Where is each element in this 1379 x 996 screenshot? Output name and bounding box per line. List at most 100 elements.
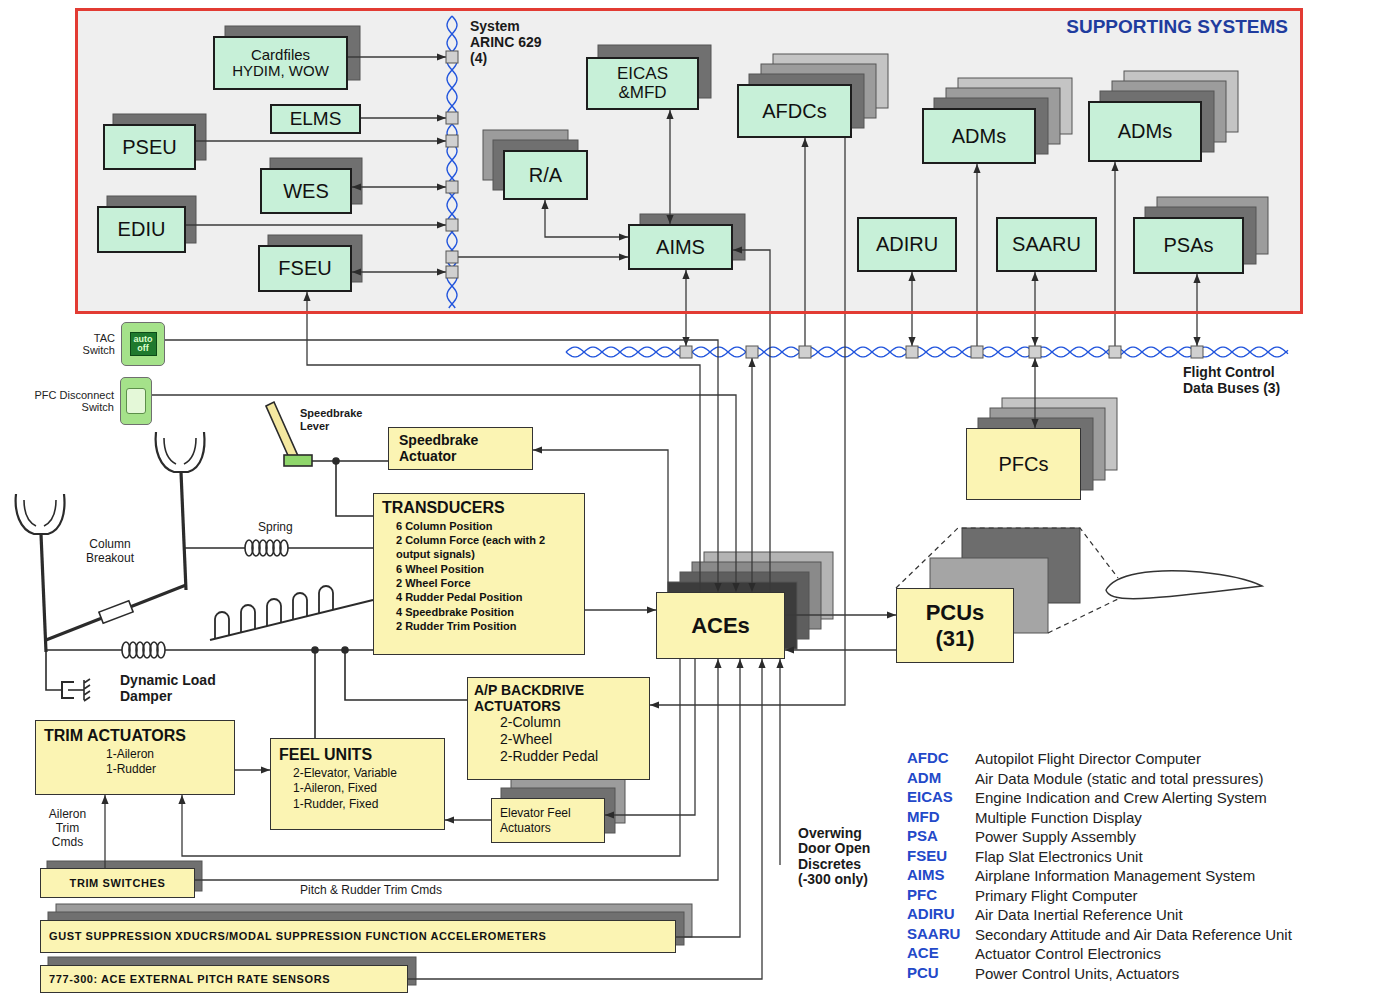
bus-coupler [799,346,811,358]
box-label: ACEs [663,613,778,638]
abbreviation-definition: Autopilot Flight Director Computer [975,750,1201,767]
abbreviation-definition: Multiple Function Display [975,809,1142,826]
box-item: 1-Aileron, Fixed [279,781,436,797]
box-label: ADMs [930,125,1028,148]
abbreviation: PCU [907,964,939,981]
bus-stub [751,358,752,592]
component-box: PFCs [966,428,1081,500]
bus-coupler [680,346,692,358]
bus-label: Flight Control Data Buses (3) [1183,364,1305,396]
signal-connector [165,340,718,592]
abbreviation-definition: Actuator Control Electronics [975,945,1161,962]
system-box: WES [260,168,352,214]
breakout-symbol [99,601,133,624]
box-heading: A/P BACKDRIVE ACTUATORS [474,682,639,714]
abbreviation-definition: Power Control Units, Actuators [975,965,1179,982]
box-label: PSAs [1141,234,1236,257]
switch-label: PFC Disconnect Switch [34,389,114,413]
spring-coil [157,642,165,658]
abbreviation: SAARU [907,925,960,942]
system-box: ADIRU [857,217,957,272]
box-item: 1-Rudder, Fixed [279,797,436,813]
system-box: ELMS [270,104,361,134]
system-box: SAARU [996,217,1097,272]
abbreviation-definition: Primary Flight Computer [975,887,1138,904]
control-yoke [24,500,56,526]
switch-icon [120,377,152,425]
linkage-line [336,461,373,516]
abbreviation: MFD [907,808,940,825]
box-label: AFDCs [745,100,844,123]
bus-stub [1034,272,1035,346]
bus-coupler [446,112,458,124]
damper-symbol [68,689,84,691]
switch-position: auto [134,335,153,344]
box-label: EICAS &MFD [601,65,685,102]
column-link [46,585,186,640]
box-item: 2-Column [474,714,643,731]
component-box: TRIM ACTUATORS1-Aileron1-Rudder [35,720,235,795]
box-label: Speedbrake Actuator [399,433,509,464]
bus-stub [361,117,446,118]
rudder-pedal-rod [210,600,373,640]
control-yoke [156,432,205,472]
component-box: TRANSDUCERS6 Column Position2 Column For… [373,493,585,655]
signal-connector [445,819,491,820]
abbreviation-definition: Flap Slat Electronics Unit [975,848,1143,865]
system-box: PSEU [103,124,196,170]
system-group: SUPPORTING SYSTEMS Cardfiles HYDIM, WOW EL… [75,8,1303,314]
control-yoke [16,494,65,534]
abbreviation: PSA [907,827,938,844]
twisted-pair-bus [566,347,1288,357]
component-box: Elevator Feel Actuators [491,798,605,843]
part-label: Spring [258,521,293,535]
signal-connector [669,110,670,224]
bus-stub [1034,358,1035,428]
speedbrake-lever [266,402,298,460]
bus-coupler [1109,346,1121,358]
abbreviation-definition: Air Data Inertial Reference Unit [975,906,1183,923]
box-item: 2-Rudder Pedal [474,748,643,765]
bus-stub [196,140,446,141]
abbreviation: ADM [907,769,941,786]
control-yoke [164,438,196,464]
signal-connector [676,659,740,937]
box-item: 2-Wheel [474,731,643,748]
bus-coupler [446,219,458,231]
abbreviation-definition: Power Supply Assembly [975,828,1136,845]
linkage-line [312,460,388,462]
bus-coupler [446,135,458,147]
signal-connector [195,659,718,880]
bus-coupler [1029,346,1041,358]
bus-coupler [1191,346,1203,358]
twisted-pair-bus [566,347,1288,357]
abbreviation: ADIRU [907,905,955,922]
abbreviation: ACE [907,944,939,961]
group-fill [75,8,1303,314]
bus-stub [1196,274,1197,346]
box-label: ELMS [278,108,353,130]
switch-position: off [134,344,153,353]
box-heading: TRANSDUCERS [382,498,576,519]
bus-coupler [446,251,458,263]
unit-stack-shadows [47,26,1268,985]
component-box: GUST SUPPRESSION XDUCRS/MODAL SUPPRESSIO… [40,920,676,953]
bus-coupler [906,346,918,358]
component-box: PCUs (31) [896,588,1014,663]
box-label: PCUs (31) [923,600,987,651]
box-label: Cardfiles HYDIM, WOW [228,47,333,80]
box-label: EDIU [105,218,178,241]
switch-control: TAC Switchautooff [55,320,165,368]
box-item: 4 Rudder Pedal Position [382,590,576,604]
abbreviation: PFC [907,886,937,903]
group-heading: SUPPORTING SYSTEMS [1066,16,1288,38]
signal-label: Pitch & Rudder Trim Cmds [300,884,442,898]
box-item: 6 Wheel Position [382,562,576,576]
abbreviation: AIMS [907,866,945,883]
part-label: Speedbrake Lever [300,407,372,432]
connectors [105,110,896,979]
bus-coupler [971,346,983,358]
box-heading: TRIM ACTUATORS [44,726,226,747]
abbreviation-definition: Air Data Module (static and total pressu… [975,770,1263,787]
component-box: ACEs [656,592,785,659]
